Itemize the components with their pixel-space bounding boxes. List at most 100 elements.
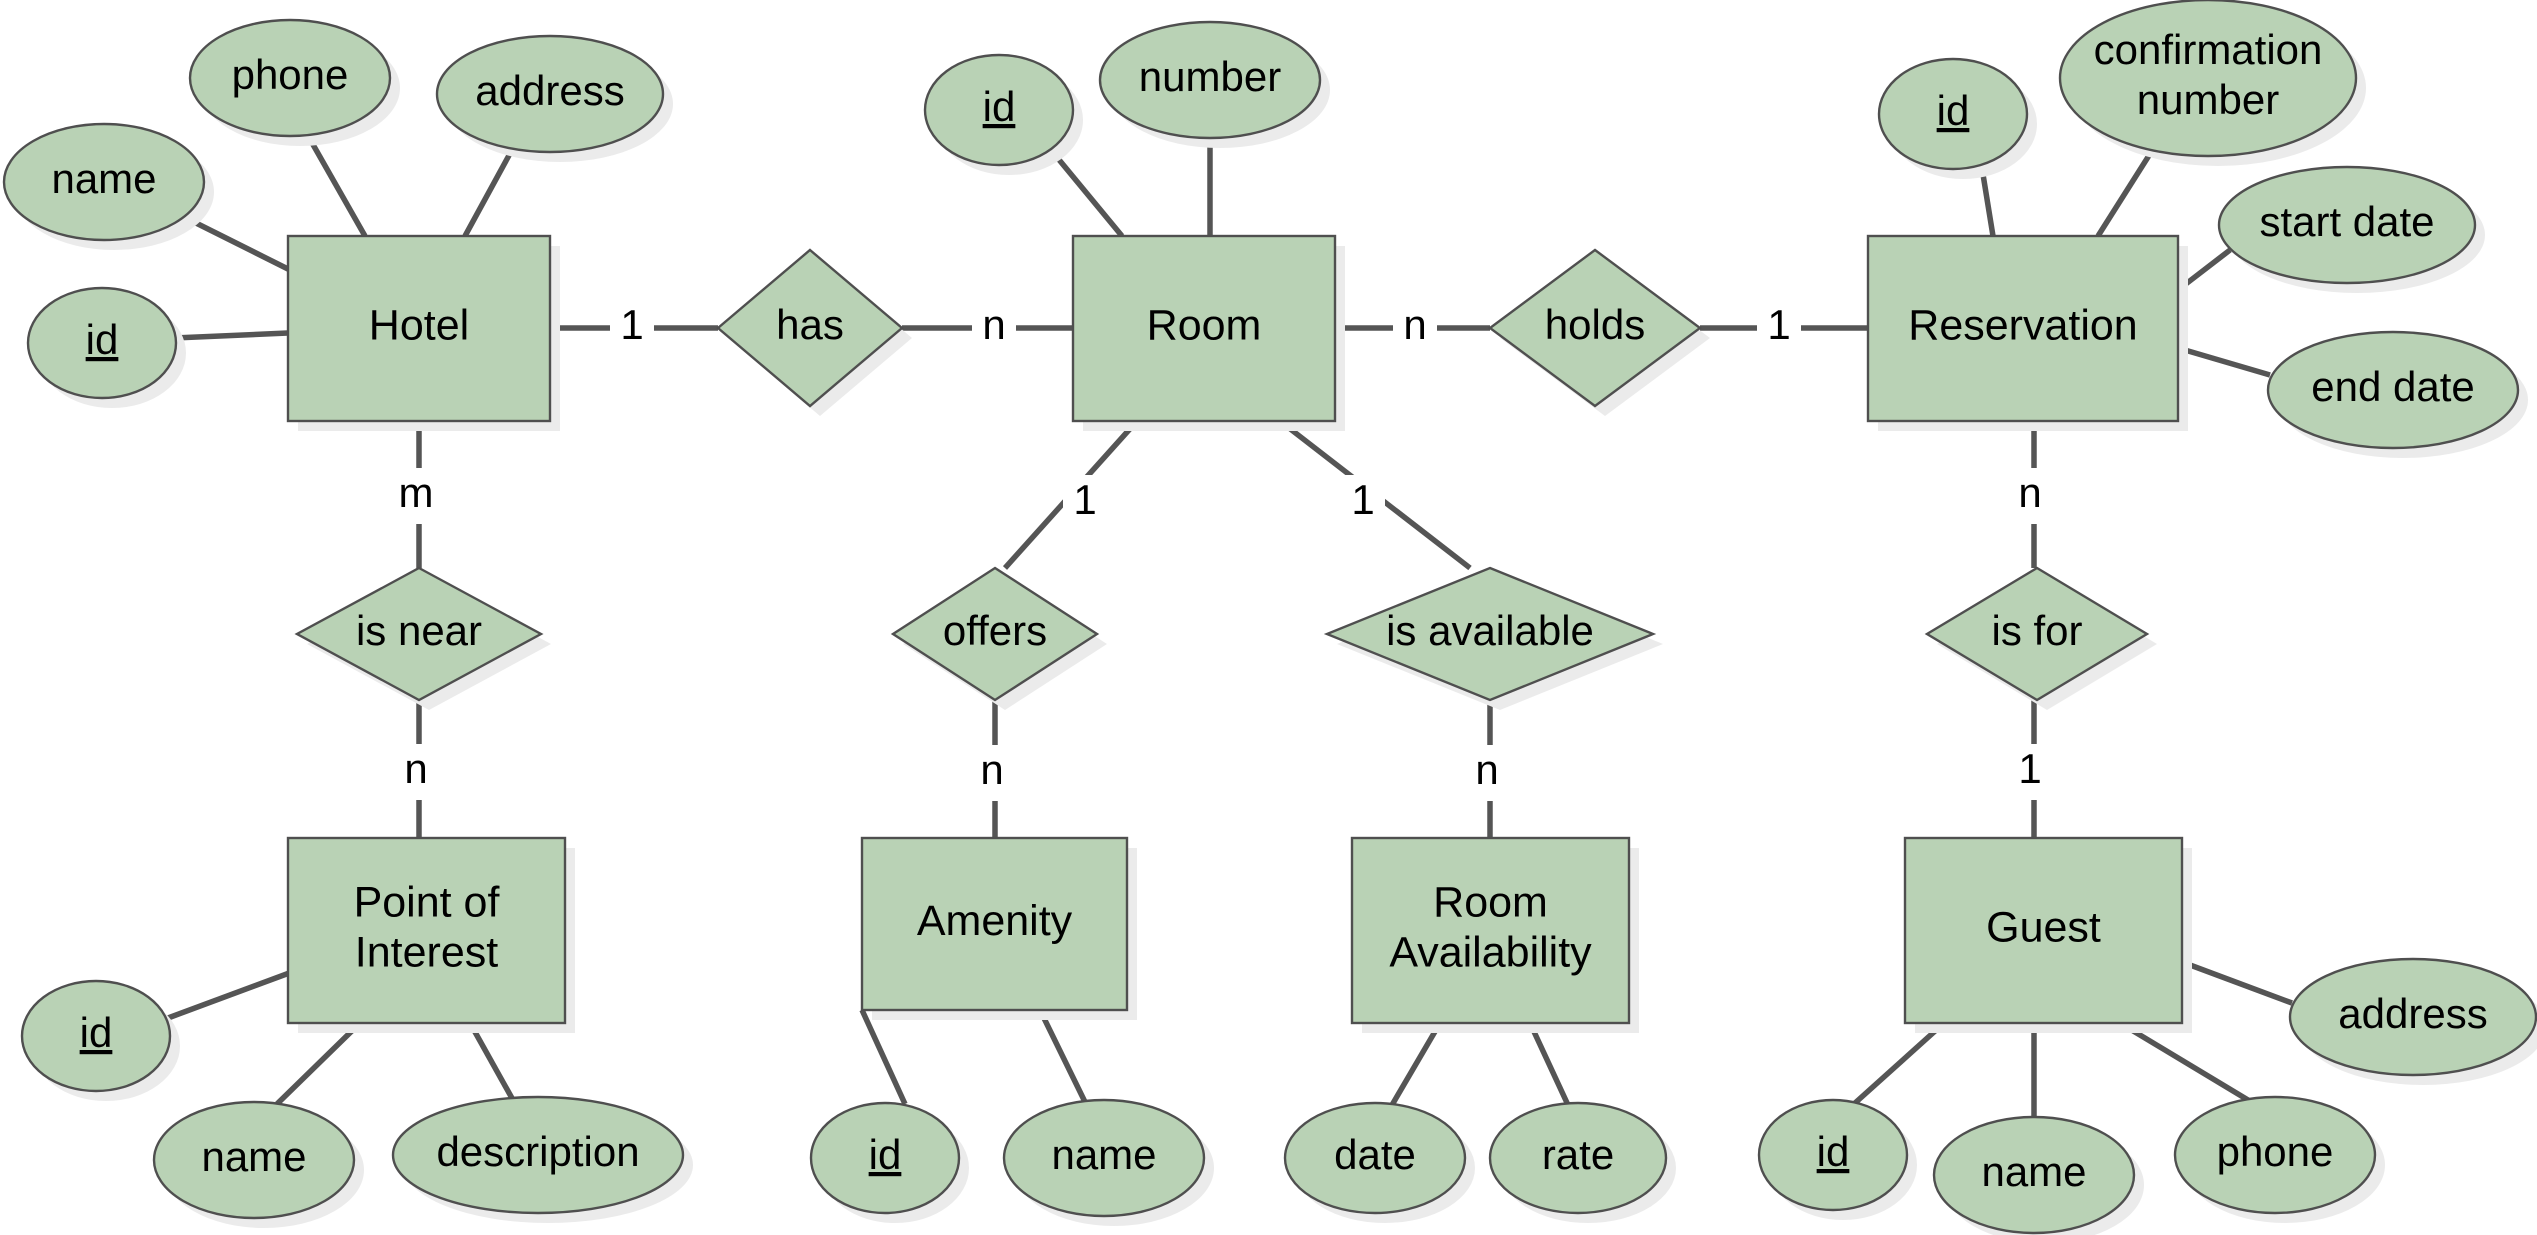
connection-line	[167, 969, 293, 1021]
relationship-label: is near	[356, 607, 482, 654]
attribute-ra_rate[interactable]: rate	[1488, 1101, 1668, 1215]
entity-room[interactable]: Room	[1071, 234, 1337, 423]
relationship-diamond[interactable]	[1924, 566, 2150, 702]
attribute-poi_id[interactable]: id	[20, 979, 172, 1093]
attribute-label: start date	[2259, 198, 2434, 245]
cardinality-hotel_is_near: m	[394, 468, 438, 524]
attribute-ra_date[interactable]: date	[1283, 1101, 1467, 1215]
attribute-ellipse[interactable]	[1098, 20, 1322, 140]
attribute-poi_description[interactable]: description	[391, 1095, 685, 1215]
relationship-label: holds	[1545, 301, 1645, 348]
attribute-ellipse[interactable]	[1283, 1101, 1467, 1215]
relationship-has[interactable]: has	[716, 248, 904, 408]
connection-line	[2095, 144, 2158, 238]
entity-amenity[interactable]: Amenity	[860, 836, 1129, 1012]
entity-label: Hotel	[369, 302, 469, 350]
attribute-ellipse[interactable]	[1002, 1098, 1206, 1218]
entity-box[interactable]	[1866, 234, 2180, 423]
attribute-guest_name[interactable]: name	[1932, 1115, 2136, 1235]
attribute-hotel_id[interactable]: id	[26, 286, 178, 400]
attribute-poi_name[interactable]: name	[152, 1100, 356, 1220]
cardinality-room_holds: n	[1393, 300, 1437, 356]
attribute-hotel_phone[interactable]: phone	[188, 18, 392, 138]
connection-lines-layer	[167, 132, 2293, 1118]
relationship-diamond[interactable]	[716, 248, 904, 408]
attribute-ellipse[interactable]	[1757, 1098, 1909, 1212]
cardinality-label: n	[982, 301, 1005, 348]
cardinality-is_near_poi: n	[394, 744, 438, 800]
connection-line	[2177, 345, 2271, 378]
entity-box[interactable]	[1071, 234, 1337, 423]
attribute-label: address	[2338, 990, 2487, 1037]
entity-guest[interactable]: Guest	[1903, 836, 2184, 1025]
attribute-ellipse[interactable]	[2173, 1095, 2377, 1215]
attribute-ellipse[interactable]	[2058, 0, 2358, 158]
entity-box[interactable]	[286, 234, 552, 423]
attribute-guest_address[interactable]: address	[2288, 957, 2537, 1077]
attribute-reservation_end[interactable]: end date	[2266, 330, 2520, 450]
entity-hotel[interactable]: Hotel	[286, 234, 552, 423]
relationship-diamond[interactable]	[294, 566, 544, 702]
entity-label: Amenity	[917, 897, 1073, 945]
attribute-guest_id[interactable]: id	[1757, 1098, 1909, 1212]
cardinality-reservation_is_for: n	[2008, 468, 2052, 524]
entity-box[interactable]	[860, 836, 1129, 1012]
attribute-ellipse[interactable]	[923, 53, 1075, 167]
attribute-ellipse[interactable]	[2, 122, 206, 242]
relationship-is_near[interactable]: is near	[294, 566, 544, 702]
cardinality-label: m	[399, 469, 434, 516]
attribute-label: name	[1981, 1148, 2086, 1195]
connection-line	[1853, 1020, 1946, 1106]
entity-box[interactable]	[1350, 836, 1631, 1025]
entity-reservation[interactable]: Reservation	[1866, 234, 2180, 423]
attribute-label-primary-key: id	[869, 1131, 902, 1178]
entity-box[interactable]	[286, 836, 567, 1025]
attribute-ellipse[interactable]	[1488, 1101, 1668, 1215]
connection-line	[304, 132, 368, 238]
attribute-ellipse[interactable]	[152, 1100, 356, 1220]
attribute-ellipse[interactable]	[20, 979, 172, 1093]
attribute-guest_phone[interactable]: phone	[2173, 1095, 2377, 1215]
attribute-ellipse[interactable]	[435, 34, 665, 154]
attribute-amenity_name[interactable]: name	[1002, 1098, 1206, 1218]
attribute-room_id[interactable]: id	[923, 53, 1075, 167]
attribute-ellipse[interactable]	[2288, 957, 2537, 1077]
attribute-label-primary-key: id	[86, 316, 119, 363]
relationship-offers[interactable]: offers	[890, 566, 1100, 702]
cardinality-halo	[1341, 475, 1385, 531]
attribute-reservation_id[interactable]: id	[1877, 57, 2029, 171]
attribute-ellipse[interactable]	[809, 1101, 961, 1215]
cardinality-holds_reservation: 1	[1757, 300, 1801, 356]
attribute-hotel_address[interactable]: address	[435, 34, 665, 154]
entity-label: Reservation	[1908, 302, 2137, 350]
relationship-diamond[interactable]	[1323, 566, 1657, 702]
relationship-is_available[interactable]: is available	[1323, 566, 1657, 702]
attribute-ellipse[interactable]	[391, 1095, 685, 1215]
attribute-ellipse[interactable]	[26, 286, 178, 400]
attribute-ellipse[interactable]	[2266, 330, 2520, 450]
attribute-ellipse[interactable]	[2217, 165, 2477, 285]
attribute-room_number[interactable]: number	[1098, 20, 1322, 140]
relationship-diamond[interactable]	[890, 566, 1100, 702]
connection-line	[2118, 1020, 2255, 1106]
attribute-label: name	[51, 155, 156, 202]
attribute-ellipse[interactable]	[1877, 57, 2029, 171]
entity-box[interactable]	[1903, 836, 2184, 1025]
attribute-ellipse[interactable]	[188, 18, 392, 138]
relationship-diamond[interactable]	[1487, 248, 1703, 408]
attribute-ellipse[interactable]	[1932, 1115, 2136, 1235]
attribute-amenity_id[interactable]: id	[809, 1101, 961, 1215]
attribute-hotel_name[interactable]: name	[2, 122, 206, 242]
attribute-reservation_start[interactable]: start date	[2217, 165, 2477, 285]
relationship-is_for[interactable]: is for	[1924, 566, 2150, 702]
relationship-holds[interactable]: holds	[1487, 248, 1703, 408]
cardinality-label: 1	[1767, 301, 1790, 348]
